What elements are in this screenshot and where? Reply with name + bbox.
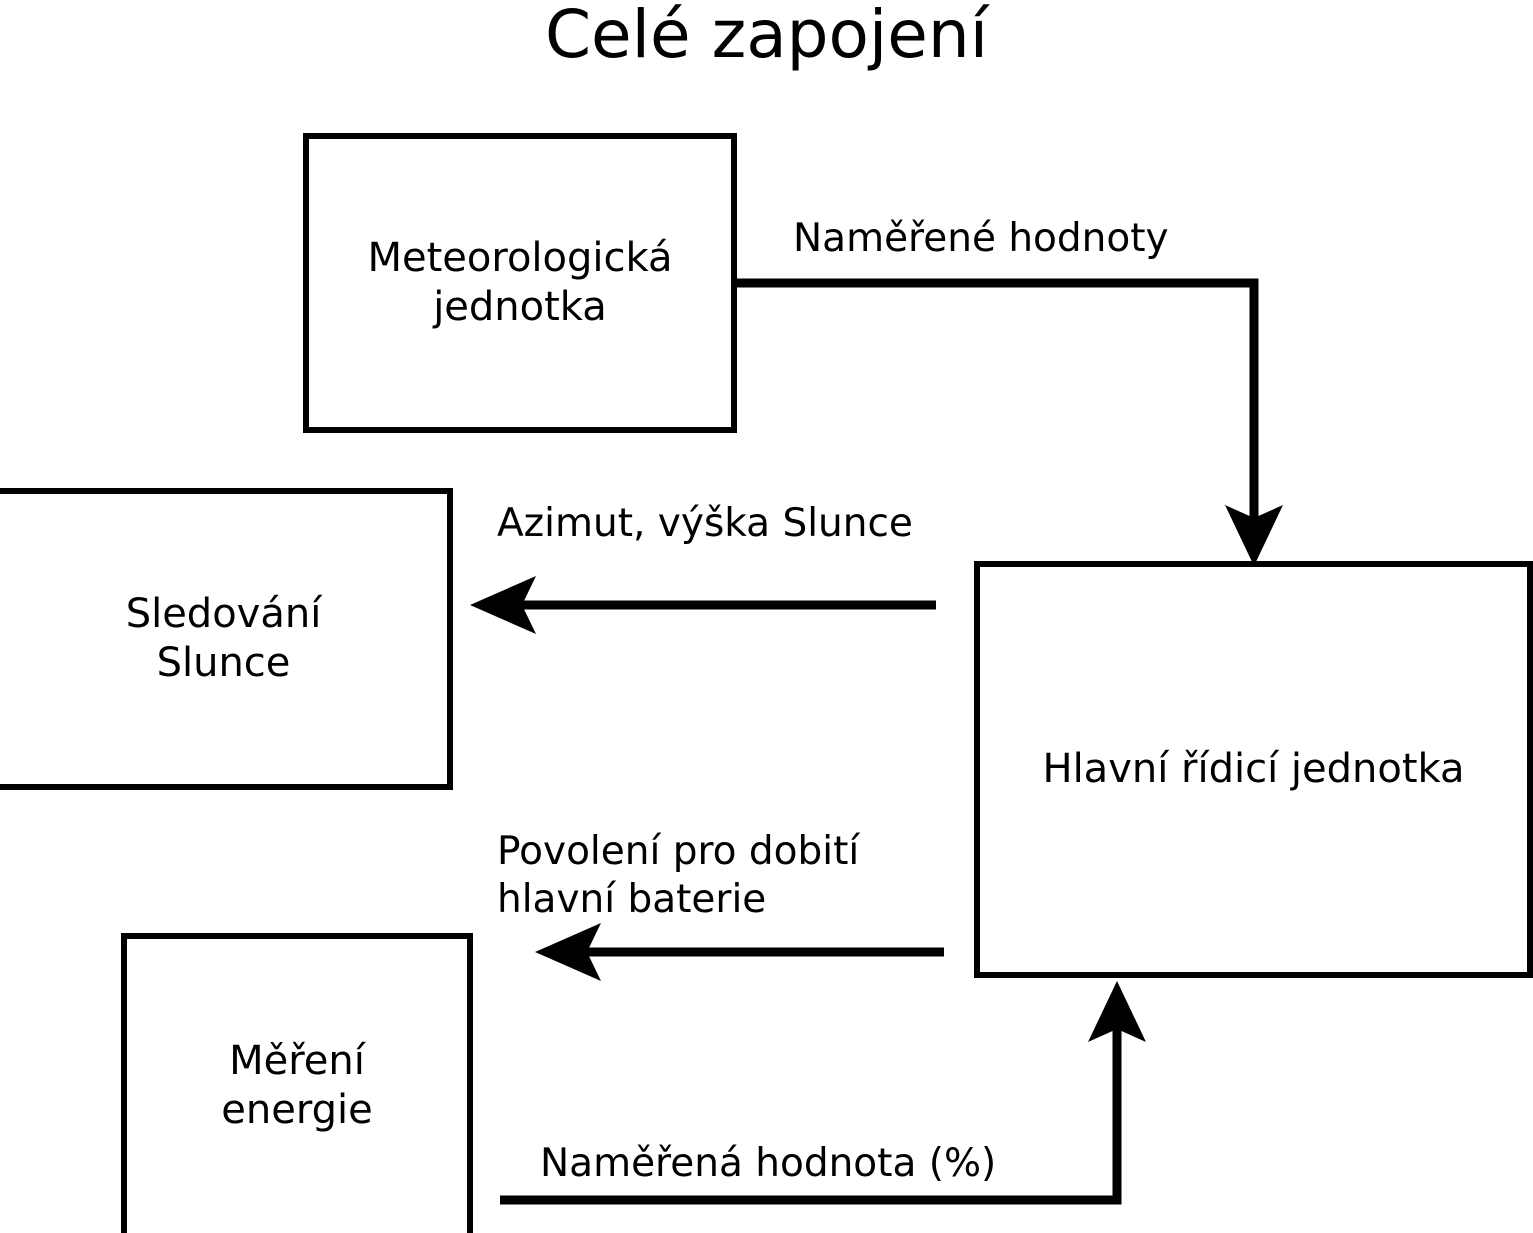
connector-meteo-to-main (737, 278, 1283, 566)
edge-label-azimut-vyska-slunce: Azimut, výška Slunce (497, 501, 913, 546)
connector-main-to-sun (470, 576, 936, 634)
node-hlavni-ridici-jednotka[interactable]: Hlavní řídicí jednotka (974, 561, 1533, 978)
edge-label-namerena-hodnota-procenta: Naměřená hodnota (%) (540, 1141, 997, 1186)
node-meteorologicka-jednotka[interactable]: Meteorologická jednotka (303, 133, 737, 433)
node-mereni-energie[interactable]: Měření energie (121, 933, 473, 1233)
connector-energy-to-main (500, 981, 1146, 1205)
connector-main-to-energy (535, 923, 944, 981)
node-label: Meteorologická jednotka (367, 235, 673, 330)
page-title: Celé zapojení (544, 0, 989, 73)
node-sledovani-slunce[interactable]: Sledování Slunce (0, 488, 453, 790)
node-label: Hlavní řídicí jednotka (1042, 746, 1465, 793)
edge-label-namerene-hodnoty: Naměřené hodnoty (793, 216, 1169, 261)
node-label: Měření energie (221, 1038, 373, 1133)
node-label: Sledování Slunce (125, 591, 322, 686)
edge-label-povoleni-pro-dobiti-hlavni-baterie: Povolení pro dobití hlavní baterie (497, 829, 860, 922)
